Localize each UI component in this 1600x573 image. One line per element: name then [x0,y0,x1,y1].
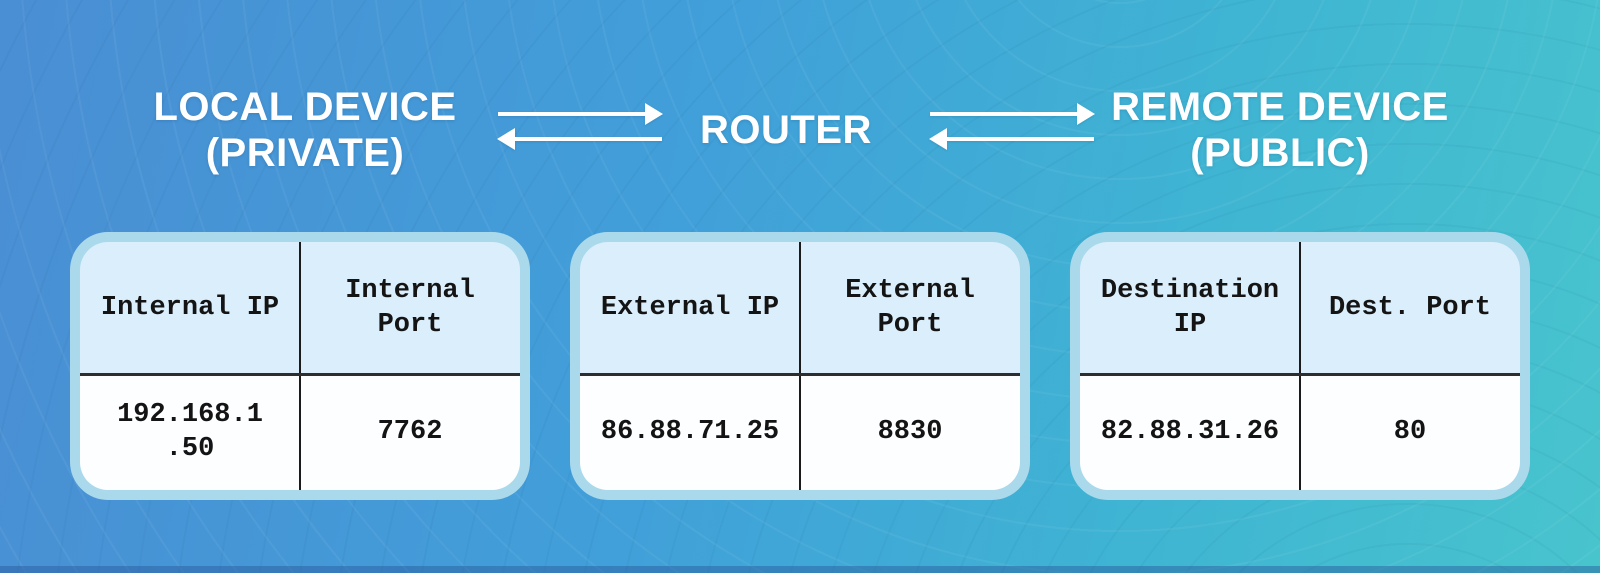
arrow-right-icon [930,103,1095,125]
router-remote-arrows [929,103,1095,150]
arrow-left-icon [497,128,662,150]
table-header-cell: Dest. Port [1300,242,1520,373]
router-title: ROUTER [700,108,872,152]
header-divider [1080,373,1520,376]
table-header-cell: Internal IP [80,242,300,373]
arrow-right-icon [498,103,663,125]
router-table: External IP External Port 86.88.71.25 88… [570,232,1030,500]
bottom-edge-strip [0,566,1600,573]
table-value-cell: 82.88.31.26 [1080,373,1300,490]
column-divider [799,242,801,490]
table-value-cell: 192.168.1 .50 [80,373,300,490]
table-grid: Internal IP Internal Port 192.168.1 .50 … [80,242,520,490]
table-header-cell: Destination IP [1080,242,1300,373]
header-divider [580,373,1020,376]
header-divider [80,373,520,376]
table-value-cell: 86.88.71.25 [580,373,800,490]
column-divider [1299,242,1301,490]
table-header-cell: External Port [800,242,1020,373]
table-grid: Destination IP Dest. Port 82.88.31.26 80 [1080,242,1520,490]
local-router-arrows [497,103,663,150]
table-value-cell: 8830 [800,373,1020,490]
table-header-cell: Internal Port [300,242,520,373]
table-value-cell: 80 [1300,373,1520,490]
tables-row: Internal IP Internal Port 192.168.1 .50 … [70,232,1530,500]
local-device-table: Internal IP Internal Port 192.168.1 .50 … [70,232,530,500]
table-grid: External IP External Port 86.88.71.25 88… [580,242,1020,490]
remote-device-table: Destination IP Dest. Port 82.88.31.26 80 [1070,232,1530,500]
remote-device-title: REMOTE DEVICE (PUBLIC) [1111,85,1449,175]
column-divider [299,242,301,490]
table-header-cell: External IP [580,242,800,373]
table-value-cell: 7762 [300,373,520,490]
arrow-left-icon [929,128,1094,150]
local-device-title: LOCAL DEVICE (PRIVATE) [153,85,457,175]
